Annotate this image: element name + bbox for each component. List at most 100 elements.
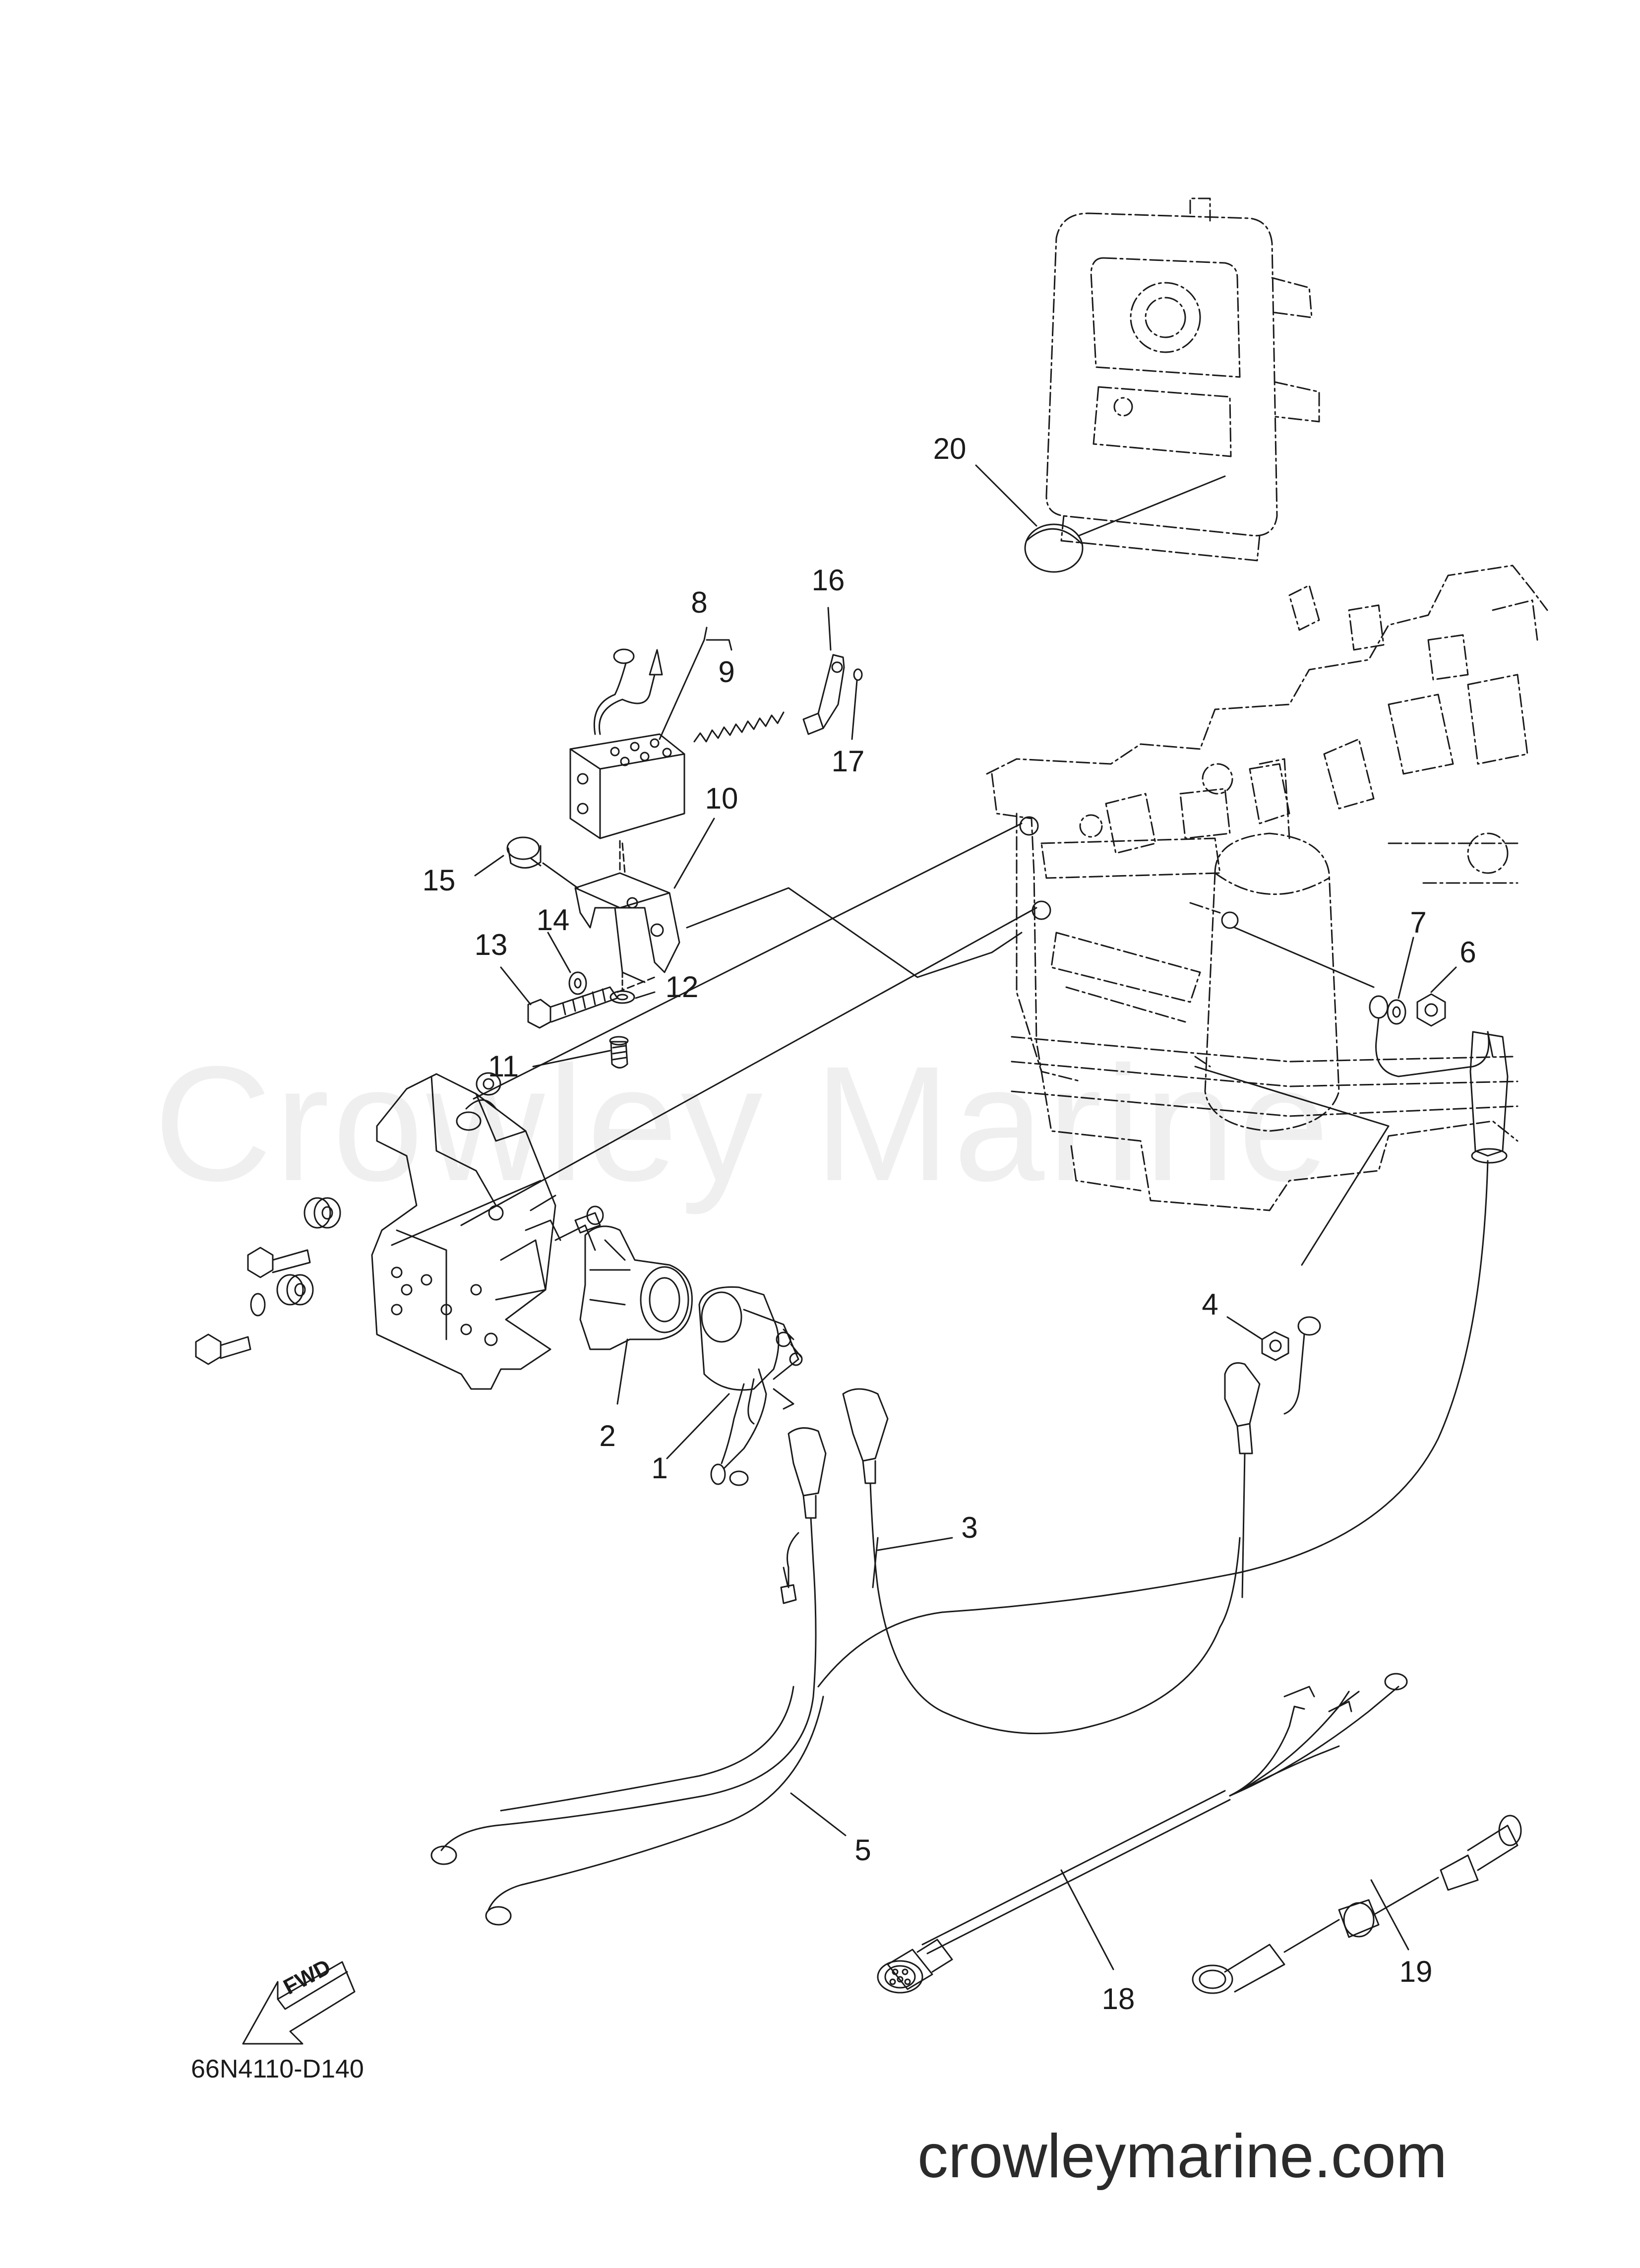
leader-14	[548, 933, 570, 972]
callout-2: 2	[599, 1419, 616, 1452]
leader-7	[1398, 938, 1413, 998]
cable-5a	[441, 1518, 816, 1850]
callout-4: 4	[1202, 1288, 1218, 1321]
callout-7: 7	[1410, 906, 1427, 939]
cable-5-lead	[788, 1533, 799, 1587]
callout-20: 20	[933, 432, 967, 465]
grommet-left-top	[477, 1073, 500, 1095]
callout-15: 15	[422, 864, 456, 897]
base-plate	[372, 1074, 595, 1389]
starter-wire-6	[1235, 928, 1374, 987]
washer-7	[1388, 1000, 1405, 1024]
starter-wire-4	[1195, 1067, 1389, 1265]
cable-5b	[488, 1697, 823, 1910]
grommet-15	[507, 837, 541, 868]
leader-19	[1371, 1880, 1408, 1950]
lead-connector-boot	[1225, 1363, 1260, 1598]
bracket-8b	[707, 640, 731, 650]
callout-5: 5	[854, 1833, 871, 1867]
callout-17: 17	[831, 745, 865, 778]
leader-20	[976, 465, 1036, 526]
engine-block-phantom	[987, 566, 1547, 1210]
leader-5	[791, 1793, 846, 1835]
callout-19: 19	[1399, 1955, 1433, 1988]
callout-13: 13	[474, 928, 508, 961]
relay-1	[699, 1287, 802, 1485]
terminal-16	[803, 655, 844, 734]
nut-6	[1417, 994, 1445, 1026]
mount-line-a	[687, 888, 1022, 977]
callout-10: 10	[705, 782, 738, 815]
callout-3: 3	[961, 1511, 978, 1544]
engine-hole-b	[1033, 901, 1050, 919]
washer-14	[569, 972, 586, 994]
leader-17	[852, 681, 857, 739]
callout-12: 12	[665, 970, 699, 1004]
bracket-10	[575, 841, 679, 982]
grommet-plate-b	[277, 1275, 313, 1305]
battery-boot	[1470, 1032, 1508, 1163]
callout-1: 1	[651, 1451, 668, 1485]
bolt-plate-a	[248, 1248, 310, 1277]
grommet-plate-a	[304, 1198, 340, 1228]
mount-line-b	[474, 823, 1022, 1099]
washer-plate-b	[251, 1294, 265, 1316]
upper-cover-phantom	[1046, 198, 1319, 561]
phantom-bolt-line	[617, 977, 655, 992]
leader-20b	[1079, 476, 1225, 536]
starter-terminal	[1222, 912, 1238, 928]
callout-14: 14	[536, 903, 570, 937]
callout-9: 9	[718, 655, 735, 689]
leader-12	[636, 992, 655, 998]
nut-4	[1262, 1332, 1288, 1360]
harness-18	[922, 1674, 1407, 1953]
leader-4	[1227, 1317, 1262, 1339]
mount-line-d	[461, 908, 1036, 1225]
boot-3a	[843, 1389, 888, 1483]
connector-18	[878, 1940, 952, 1993]
leader-1	[667, 1394, 729, 1458]
bolt-plate-b	[196, 1334, 250, 1364]
leader-15	[475, 856, 503, 876]
ring-terminal-small-5	[781, 1568, 796, 1603]
fwd-arrow	[243, 1962, 355, 2044]
callout-16: 16	[811, 564, 845, 597]
bracket-8	[660, 628, 707, 739]
leader-16	[828, 608, 831, 650]
cable-3b	[873, 1538, 878, 1587]
boot-2	[580, 1226, 692, 1349]
website-text: crowleymarine.com	[917, 2122, 1448, 2191]
bolt-plate-right	[575, 1206, 603, 1233]
screw-11	[610, 1037, 628, 1068]
leader-3	[878, 1538, 952, 1550]
callout-18: 18	[1101, 1982, 1135, 2016]
watermark: Crowley Marine	[154, 1032, 1333, 1215]
cable-battery	[818, 1161, 1488, 1687]
boot-3b	[789, 1428, 826, 1518]
relay-8	[570, 649, 684, 838]
leader-10	[674, 819, 714, 888]
diagram-code: 66N4110-D140	[191, 2055, 364, 2083]
ring-terminal-5b	[486, 1907, 511, 1925]
leader-18	[1061, 1870, 1113, 1969]
starter-motor-phantom	[1190, 759, 1339, 1131]
cable-3	[870, 1483, 1240, 1734]
callout-8: 8	[691, 586, 708, 619]
ring-terminal-6	[1370, 996, 1489, 1076]
grommet-20	[1025, 524, 1083, 572]
mount-line-c	[392, 1181, 541, 1245]
washer-12	[610, 991, 634, 1003]
oring-17	[854, 669, 862, 680]
ring-terminal-4	[1284, 1317, 1320, 1414]
engine-hole-a	[1020, 817, 1038, 835]
harness-19	[1193, 1816, 1521, 1993]
cable-5c	[501, 1687, 793, 1811]
ring-terminal-5a	[431, 1846, 456, 1864]
callout-11: 11	[487, 1050, 519, 1083]
bolt-13	[528, 987, 617, 1028]
leader-15b	[543, 863, 578, 888]
leader-11	[533, 1051, 610, 1067]
callout-6: 6	[1459, 936, 1476, 969]
